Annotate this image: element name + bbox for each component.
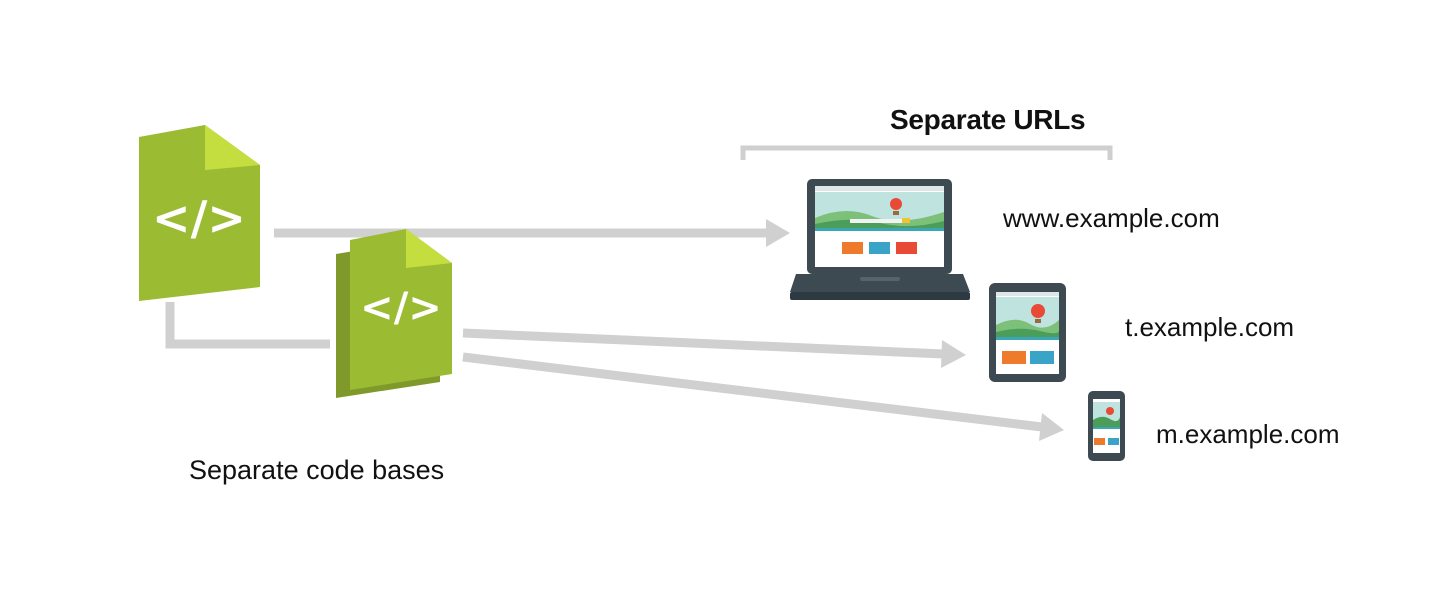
phone-icon [1088,391,1125,461]
code-file-icon: </> [139,125,260,301]
laptop-icon [790,179,970,300]
arrow-tablet [462,328,966,368]
separate-code-bases-label: Separate code bases [189,455,445,485]
tablet-icon [989,283,1066,382]
arrow-mobile [462,352,1064,441]
code-file-stack-icon: </> [336,229,452,398]
arrow-desktop [274,219,790,247]
url-bracket [740,145,1113,160]
code-glyph: </> [152,191,246,245]
url-desktop-label: www.example.com [1003,203,1220,233]
url-tablet-label: t.example.com [1125,312,1295,342]
url-mobile-label: m.example.com [1156,419,1340,449]
code-glyph: </> [360,285,442,331]
separate-urls-heading: Separate URLs [890,104,1086,135]
connector-line [165,302,330,349]
